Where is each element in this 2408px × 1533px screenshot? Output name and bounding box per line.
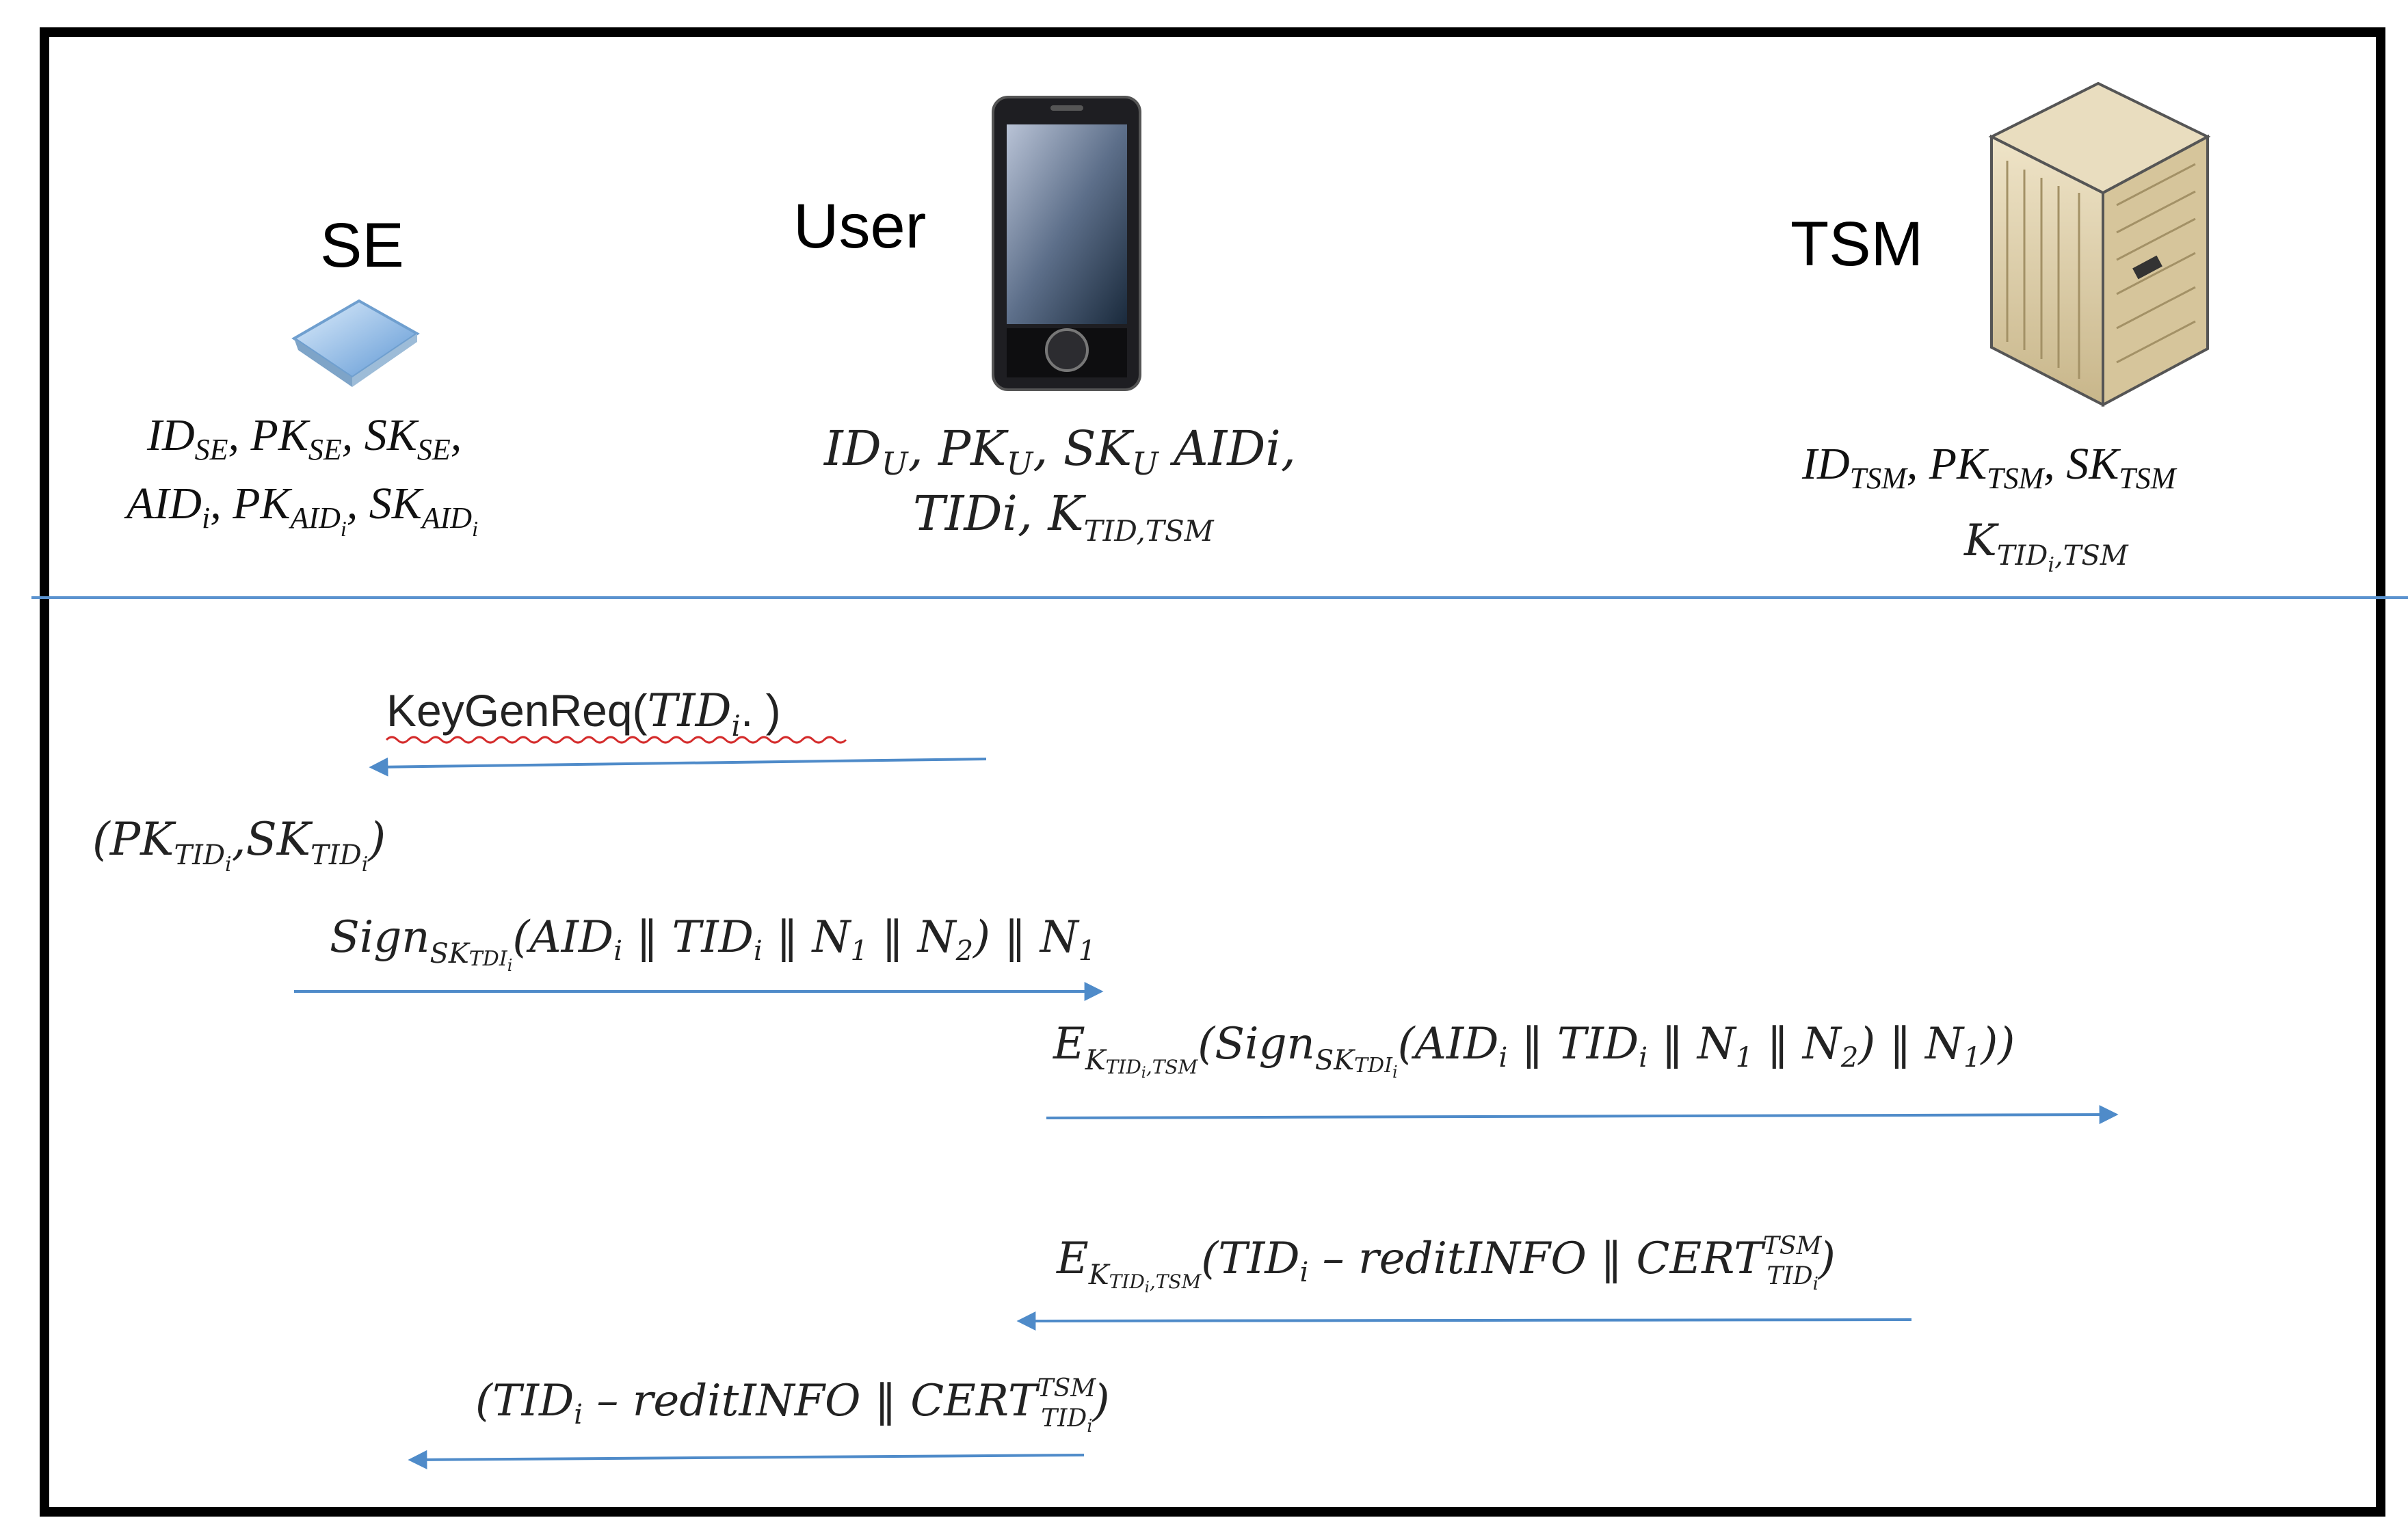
se-label: SE: [320, 211, 404, 280]
tsm-keys-line2: KTIDi,TSM: [1963, 516, 2129, 577]
msg-keypair: (PKTIDi,SKTIDi): [92, 813, 386, 877]
phone-icon: [992, 96, 1141, 391]
tsm-keys-line1: IDTSM, PKTSM, SKTSM: [1801, 439, 2178, 495]
arrow-tsm-to-user-credit: [1016, 1311, 1912, 1331]
server-icon: [1988, 81, 2211, 408]
se-keys-line1: IDSE, PKSE, SKSE,: [146, 410, 462, 466]
msg-signed-request: SignSKTDIi(AIDi ‖ TIDi ‖ N1 ‖ N2) ‖ N1: [330, 912, 1096, 975]
user-keys-line2: TIDi, KTID,TSM: [913, 485, 1215, 548]
msg-encrypted-signed: EKTIDi,TSM(SignSKTDIi(AIDi ‖ TIDi ‖ N1 ‖…: [1053, 1019, 2015, 1082]
se-keys-line2: AIDi, PKAIDi, SKAIDi: [124, 479, 478, 541]
arrow-user-to-se-keygen: [369, 757, 987, 777]
arrow-user-to-se-credit: [408, 1450, 1085, 1469]
arrow-user-to-tsm-encrypted: [1046, 1105, 2119, 1125]
user-keys-line1: IDU, PKU, SKU AIDi,: [823, 421, 1296, 482]
msg-keygenreq-underline: [385, 736, 847, 744]
tsm-label: TSM: [1790, 209, 1923, 279]
chip-icon: [291, 299, 420, 387]
user-label: User: [793, 191, 926, 261]
msg-keygenreq: KeyGenReq(TIDi. ): [386, 684, 781, 743]
